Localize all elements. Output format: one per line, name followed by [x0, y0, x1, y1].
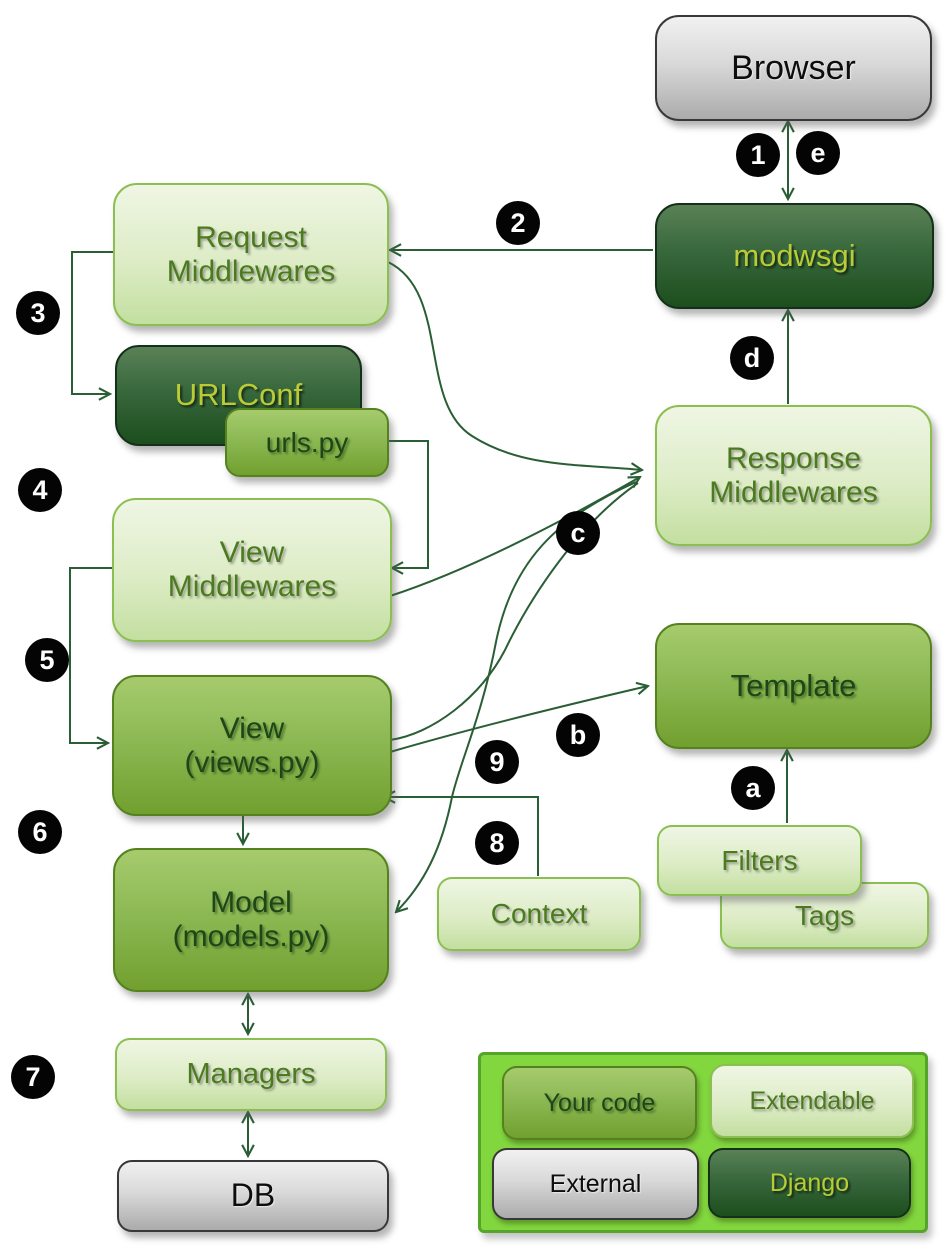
node-response-middlewares-line2: Middlewares [709, 475, 878, 509]
edge-request-middlewares-urlconf [71, 251, 113, 394]
edge-view-template [389, 686, 648, 753]
step-3-badge: 3 [16, 291, 60, 335]
node-modwsgi-label: modwsgi [733, 237, 856, 273]
node-request-middlewares: Request Middlewares [113, 183, 389, 326]
legend-external-label: External [549, 1170, 642, 1198]
node-urlconf-label: URLConf [174, 377, 303, 413]
node-browser-label: Browser [731, 48, 856, 87]
edge-request-middlewares-response-middlewares [387, 261, 642, 470]
node-response-middlewares-line1: Response [725, 441, 862, 475]
node-view: View (views.py) [112, 675, 392, 816]
node-managers-label: Managers [186, 1058, 316, 1091]
legend-django-label: Django [769, 1169, 850, 1197]
node-context-label: Context [490, 898, 588, 930]
edge-view-middlewares-view [69, 567, 113, 743]
step-b-badge: b [556, 713, 600, 757]
node-view-line1: View [219, 711, 285, 745]
node-urls-py-label: urls.py [265, 426, 349, 458]
node-managers: Managers [115, 1038, 387, 1111]
node-model-line2: (models.py) [172, 920, 330, 953]
edge-context-view [384, 797, 539, 876]
step-2-badge: 2 [496, 201, 540, 245]
legend-item-your-code: Your code [502, 1066, 697, 1140]
node-db: DB [117, 1160, 389, 1232]
step-d-badge: d [730, 336, 774, 380]
step-1-badge: 1 [736, 133, 780, 177]
node-context: Context [437, 877, 641, 951]
node-model: Model (models.py) [113, 848, 389, 992]
legend-item-external: External [492, 1148, 699, 1220]
legend-your-code-label: Your code [543, 1089, 656, 1117]
step-a-badge: a [731, 766, 775, 810]
node-filters-label: Filters [721, 844, 798, 876]
step-c-badge: c [556, 511, 600, 555]
legend-item-extendable: Extendable [710, 1064, 914, 1138]
step-9-badge: 9 [475, 740, 519, 784]
node-urls-py: urls.py [225, 408, 389, 477]
node-db-label: DB [230, 1177, 276, 1214]
node-modwsgi: modwsgi [655, 203, 934, 309]
node-response-middlewares: Response Middlewares [655, 405, 932, 546]
node-model-line1: Model [210, 886, 292, 920]
node-view-middlewares: View Middlewares [112, 498, 392, 642]
node-view-middlewares-line2: Middlewares [167, 570, 337, 603]
node-browser: Browser [655, 15, 932, 121]
step-5-badge: 5 [25, 638, 69, 682]
node-request-middlewares-line2: Middlewares [166, 254, 336, 288]
node-tags-label: Tags [794, 899, 855, 931]
node-view-line2: (views.py) [184, 745, 320, 779]
node-view-middlewares-line1: View [219, 536, 285, 570]
edge-urlspy-view-middlewares [386, 440, 429, 568]
step-8-badge: 8 [475, 821, 519, 865]
step-4-badge: 4 [18, 468, 62, 512]
step-6-badge: 6 [18, 810, 62, 854]
legend: Your code Extendable External Django [478, 1052, 928, 1233]
node-request-middlewares-line1: Request [195, 220, 307, 254]
step-7-badge: 7 [11, 1055, 55, 1099]
legend-extendable-label: Extendable [749, 1087, 875, 1115]
node-template: Template [655, 623, 932, 749]
legend-item-django: Django [708, 1148, 911, 1218]
node-template-label: Template [730, 667, 857, 703]
node-filters: Filters [657, 825, 862, 896]
step-e-badge: e [796, 131, 840, 175]
edge-context-model [396, 481, 637, 912]
